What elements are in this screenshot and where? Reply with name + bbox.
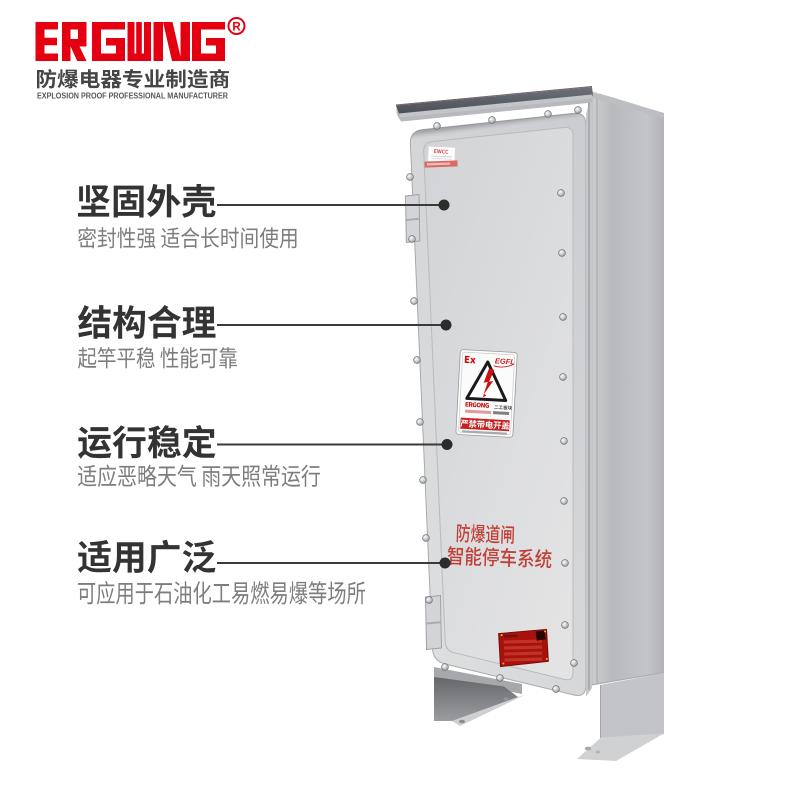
svg-text:EGFL: EGFL [495,356,516,366]
svg-text:R: R [232,22,241,34]
svg-text:EXPLOSION PROOF PROFESSIONAL M: EXPLOSION PROOF PROFESSIONAL MANUFACTURE… [37,92,228,101]
